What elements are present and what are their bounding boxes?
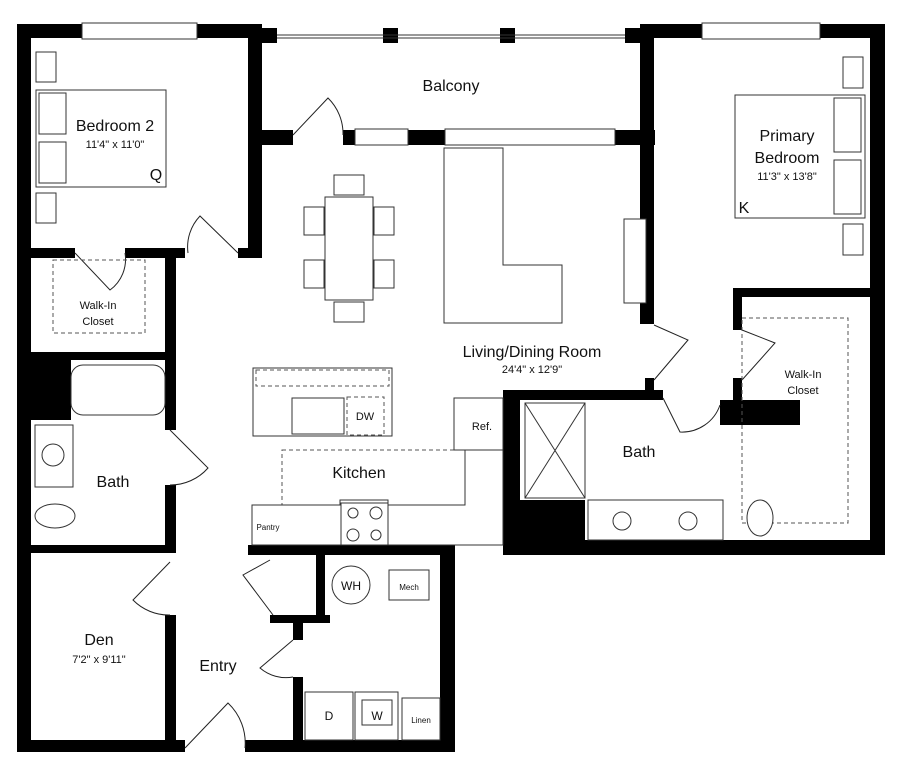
bed-queen bbox=[35, 51, 167, 224]
tv-console bbox=[623, 218, 647, 304]
living-dims: 24'4" x 12'9" bbox=[502, 364, 562, 376]
fridge-label: Ref. bbox=[472, 421, 492, 433]
walkin-closet-1-line1: Walk-In bbox=[80, 300, 117, 312]
sectional-sofa bbox=[443, 147, 563, 324]
den-dims: 7'2" x 9'11" bbox=[72, 654, 125, 666]
furniture bbox=[34, 51, 866, 741]
toilet bbox=[34, 503, 76, 529]
walkin-closet-2-line2: Closet bbox=[787, 385, 818, 397]
walkin-closet-1-line2: Closet bbox=[82, 316, 113, 328]
dryer-label: D bbox=[325, 709, 334, 723]
dishwasher-label: DW bbox=[356, 411, 375, 423]
bath1-label: Bath bbox=[97, 474, 130, 491]
bedroom2-label: Bedroom 2 bbox=[76, 118, 154, 135]
double-vanity bbox=[587, 499, 724, 541]
dryer bbox=[304, 691, 354, 741]
balcony-label: Balcony bbox=[423, 78, 480, 95]
bedroom2-dims: 11'4" x 11'0" bbox=[86, 139, 145, 151]
entry-label: Entry bbox=[199, 658, 236, 675]
bed-size-q: Q bbox=[150, 167, 162, 184]
washer-label: W bbox=[371, 709, 383, 723]
kitchen-island bbox=[252, 367, 393, 437]
doors[interactable] bbox=[74, 97, 776, 749]
primary-bedroom-label-1: Primary bbox=[759, 128, 814, 145]
linen-closet bbox=[401, 697, 441, 741]
water-heater bbox=[331, 565, 371, 605]
mech-label: Mech bbox=[399, 583, 419, 592]
walls bbox=[17, 24, 885, 752]
den-label: Den bbox=[84, 632, 113, 649]
bed-size-k: K bbox=[739, 200, 750, 217]
primary-bedroom-dims: 11'3" x 13'8" bbox=[757, 171, 817, 183]
pantry-label: Pantry bbox=[256, 523, 279, 532]
living-label: Living/Dining Room bbox=[463, 344, 602, 361]
linen-label: Linen bbox=[411, 716, 431, 725]
walkin-closet-2-line1: Walk-In bbox=[785, 369, 822, 381]
bath2-label: Bath bbox=[623, 444, 656, 461]
water-heater-label: WH bbox=[341, 579, 361, 593]
kitchen-label: Kitchen bbox=[332, 465, 385, 482]
bed-king bbox=[734, 56, 866, 256]
cooktop-burners bbox=[346, 506, 383, 542]
primary-bedroom-label-2: Bedroom bbox=[755, 150, 820, 167]
windows bbox=[81, 22, 821, 146]
labels: Bedroom 2 11'4" x 11'0" Q BalconyPrimaryBed… bbox=[72, 78, 821, 725]
washer bbox=[354, 691, 399, 741]
refrigerator bbox=[453, 397, 504, 451]
dining-table bbox=[303, 174, 395, 323]
kitchen-counter bbox=[251, 449, 504, 546]
toilet bbox=[746, 499, 774, 537]
bathtub bbox=[70, 364, 166, 416]
vanity bbox=[34, 424, 74, 488]
mech-unit bbox=[388, 569, 430, 601]
shower bbox=[524, 402, 586, 499]
